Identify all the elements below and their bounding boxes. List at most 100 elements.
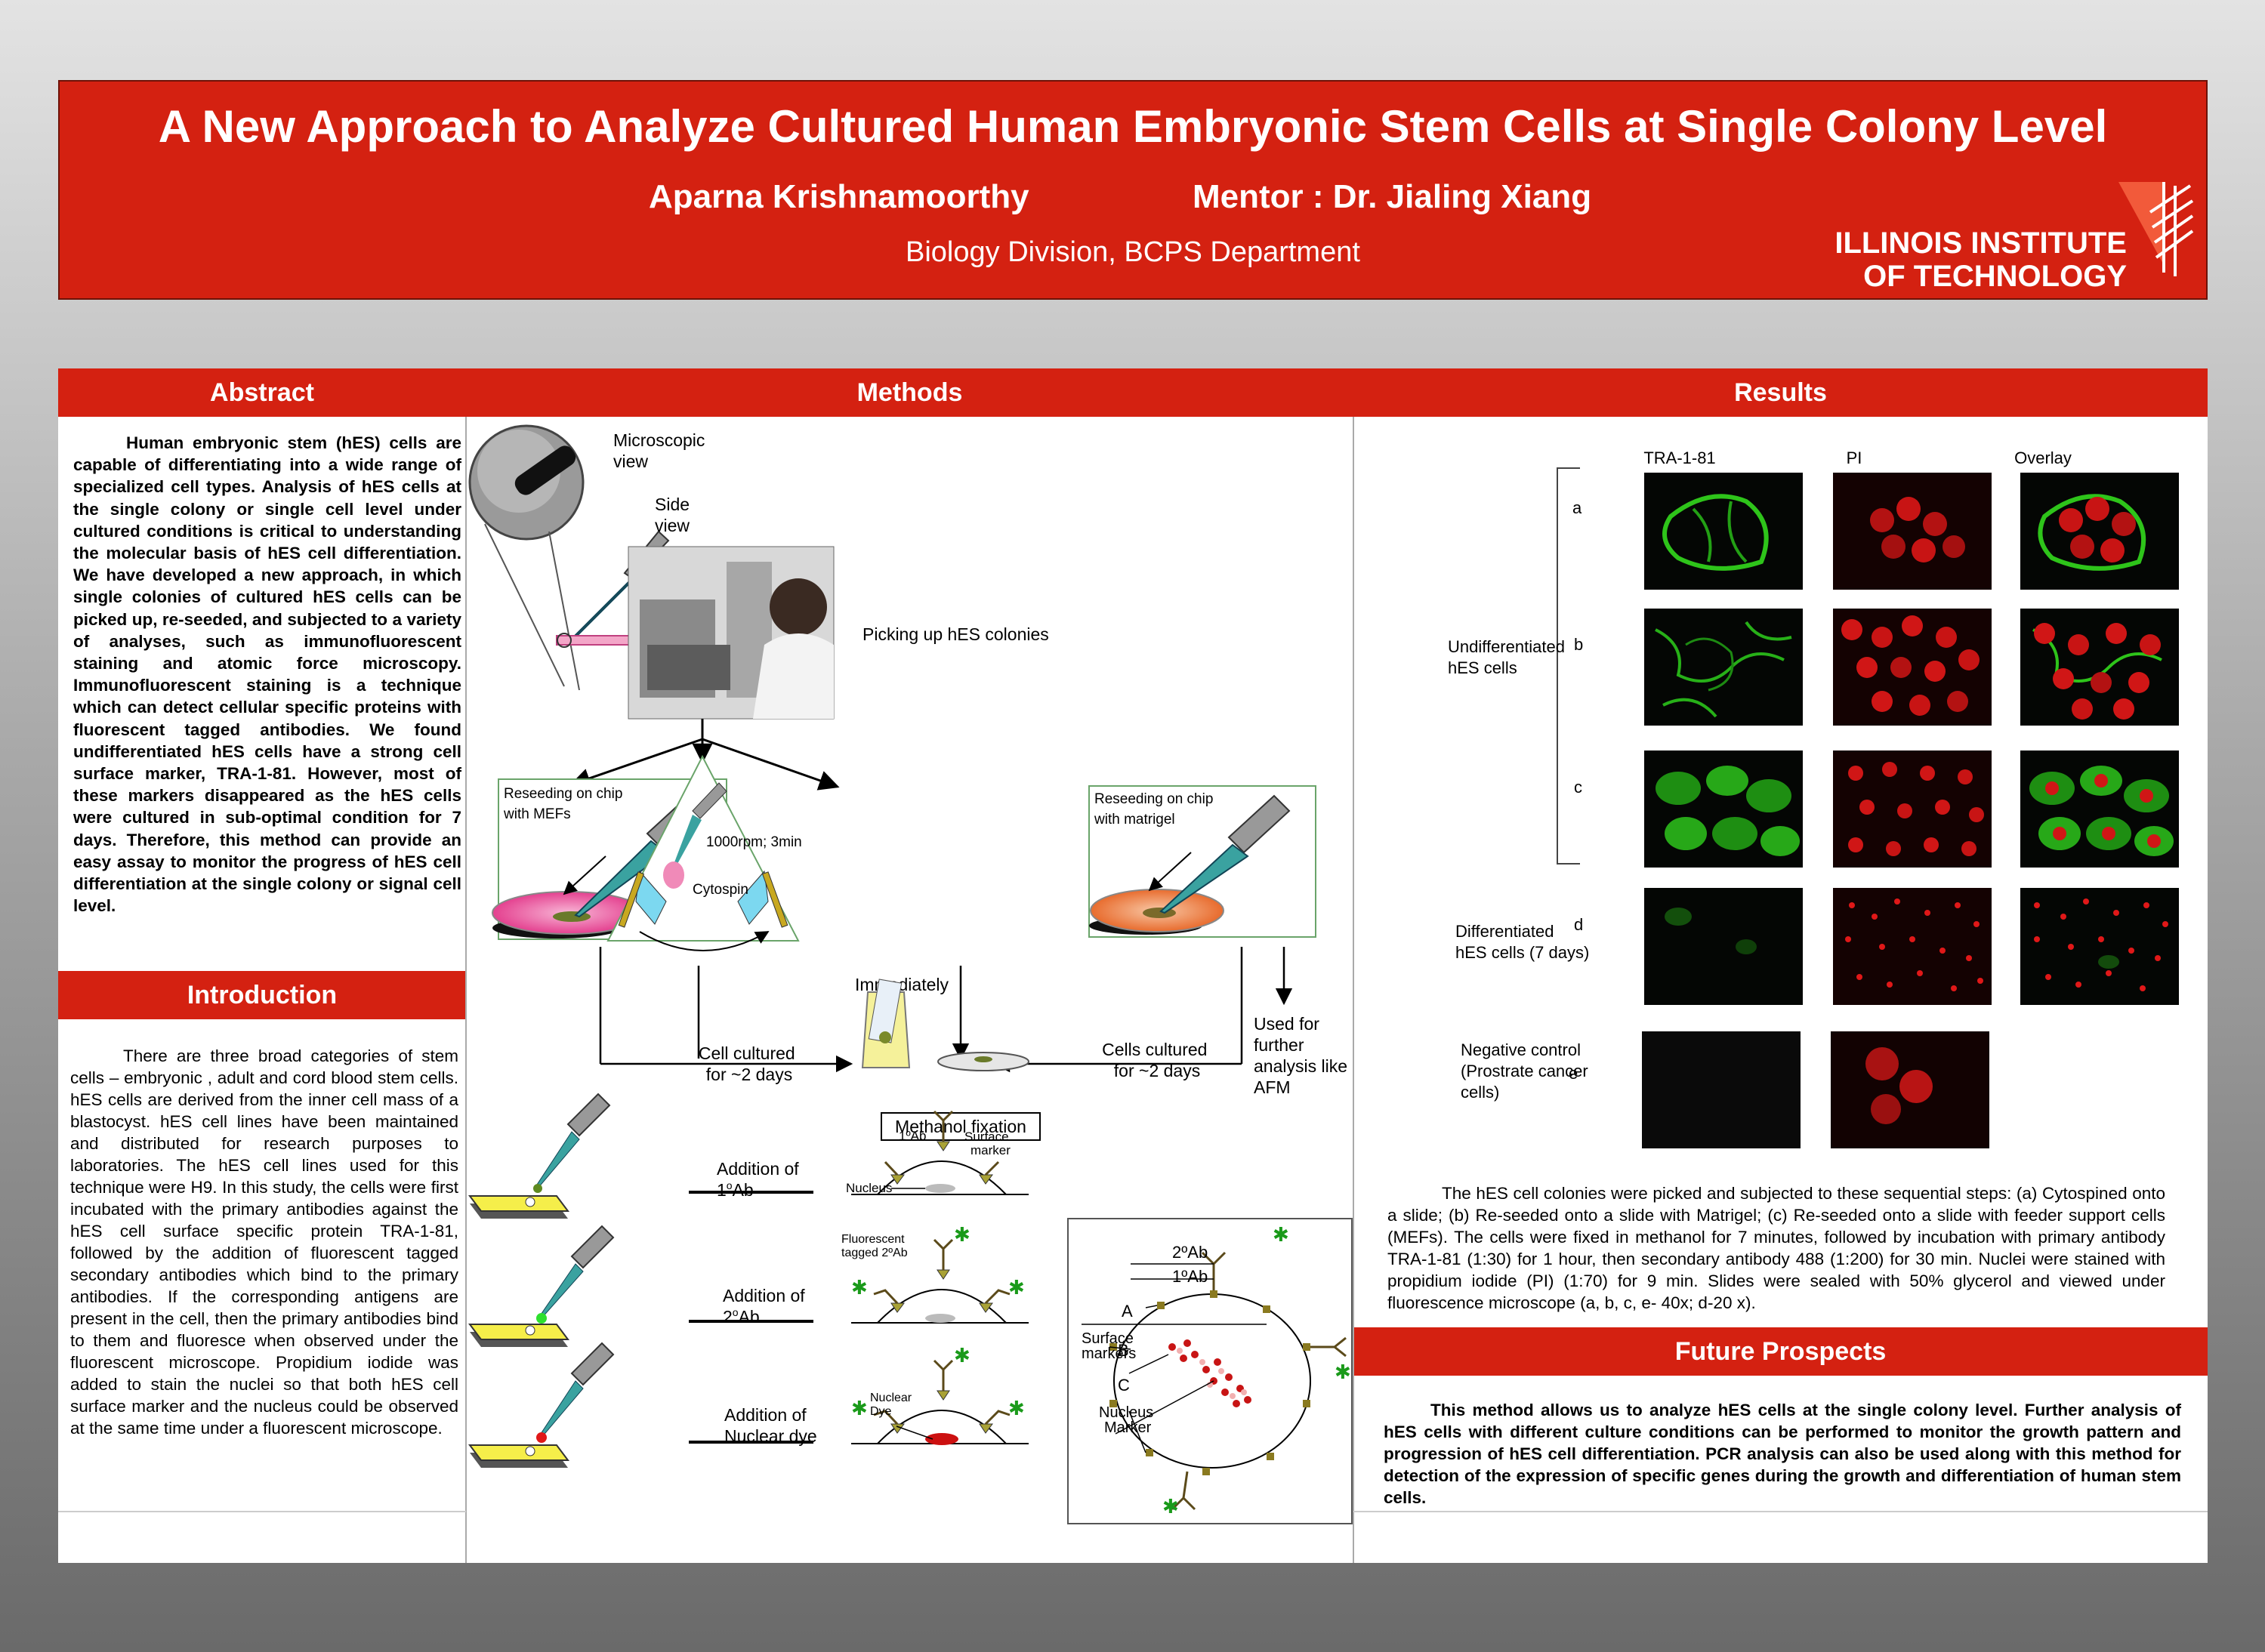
methods-diagram: Microscopic view Side view Picking up hE… [468,424,1353,1524]
micrograph-d-tra [1644,888,1803,1005]
undiff-bracket [1557,467,1580,865]
svg-text:✱: ✱ [954,1223,970,1246]
slide-step-1-icon [468,1093,813,1219]
results-description: The hES cell colonies were picked and su… [1387,1184,2165,1312]
micrograph-a-overlay [2020,473,2179,590]
side-view-label: Side view [655,495,694,535]
col-header-tra: TRA-1-81 [1643,448,1715,467]
svg-text:✱: ✱ [1335,1361,1351,1383]
micrograph-e-pi [1831,1031,1989,1148]
reseed-mef-label: Reseeding on chip with MEFs [503,786,627,822]
micrograph-b-tra [1644,609,1803,726]
author-name: Aparna Krishnamoorthy [649,178,1029,215]
cytospin-panel [606,754,800,951]
methods-heading: Methods [466,368,1353,417]
row-letter-b: b [1574,635,1583,654]
introduction-text: There are three broad categories of stem… [70,1046,458,1438]
micrograph-b-pi [1833,609,1992,726]
methanol-jar-icon [861,979,1029,1071]
column-divider-left [465,417,467,1563]
group-undifferentiated-label: Undifferentiated hES cells [1448,637,1569,677]
addition-secondary-label: Addition of 2oAb [723,1286,810,1327]
cytospin-label: Cytospin [693,882,748,898]
nuclear-dye-label: Nuclear Dye [870,1392,915,1418]
institution-line-1: ILLINOIS INSTITUTE [1835,227,2127,260]
poster-body: Abstract Methods Results Introduction Fu… [58,368,2208,1563]
poster-header: A New Approach to Analyze Cultured Human… [58,80,2208,300]
immediately-label: Immediately [855,975,949,994]
primary-ab-small-label: 1ºAb [899,1129,926,1143]
picking-label: Picking up hES colonies [862,624,1049,644]
methanol-fixation-box [881,1112,1041,1141]
col-header-pi: PI [1847,448,1862,467]
cultured-left-label: Cell cultured for ~2 days [699,1043,800,1084]
group-negative-control-label: Negative control (Prostrate cancer cells… [1461,1040,1593,1102]
further-analysis-label: Used for further analysis like AFM [1254,1014,1352,1097]
microscopic-view-label: Microscopic view [613,430,710,471]
column-divider-right [1353,417,1354,1563]
reseed-matrigel-panel [1088,785,1316,938]
iit-logo-icon [2118,182,2194,276]
micrograph-c-pi [1833,750,1992,868]
mentor-name: Mentor : Dr. Jialing Xiang [1193,178,1592,215]
svg-text:✱: ✱ [1273,1223,1289,1246]
micrograph-d-pi [1833,888,1992,1005]
cell-diagram-panel: ✱ ✱ ✱ [1067,1218,1353,1524]
secondary-ab-label: 2ºAb [1172,1243,1208,1262]
cultured-right-label: Cells cultured for ~2 days [1102,1040,1212,1080]
marker-a-label: A [1122,1302,1133,1321]
micrograph-a-tra [1644,473,1803,590]
introduction-heading: Introduction [58,971,466,1019]
cytospin-speed-label: 1000rpm; 3min [706,834,802,850]
svg-text:✱: ✱ [851,1397,868,1419]
micrograph-c-tra [1644,750,1803,868]
row-letter-a: a [1572,498,1582,517]
methanol-fixation-label: Methanol fixation [895,1117,1026,1136]
svg-text:✱: ✱ [1162,1495,1179,1518]
addition-primary-label: Addition of 1oAb [717,1159,804,1200]
abstract-heading: Abstract [58,368,466,417]
results-heading: Results [1353,368,2208,417]
marker-c-label: C [1118,1376,1130,1395]
primary-ab-label: 1ºAb [1172,1267,1208,1286]
cell-schematic-3: ✱ ✱ ✱ [851,1344,1029,1445]
poster-title: A New Approach to Analyze Cultured Human… [158,101,2108,152]
slide-step-3-icon [468,1342,813,1468]
col-header-overlay: Overlay [2014,448,2072,467]
row-letter-e: e [1569,1064,1578,1083]
slide-step-2-icon [468,1225,813,1347]
intro-bottom-rule [58,1511,466,1512]
cell-schematic-2: ✱ ✱ ✱ [851,1223,1029,1324]
nucleus-label: Nucleus [846,1181,892,1195]
institution-name: ILLINOIS INSTITUTE OF TECHNOLOGY [1835,227,2127,293]
svg-text:✱: ✱ [954,1344,970,1367]
micrograph-b-overlay [2020,609,2179,726]
results-figure: TRA-1-81 PI Overlay a b c d e Undifferen… [1448,448,2179,1148]
abstract-text: Human embryonic stem (hES) cells are cap… [73,433,461,916]
institution-line-2: OF TECHNOLOGY [1863,260,2127,293]
future-bottom-rule [1353,1511,2208,1512]
micrograph-e-tra [1642,1031,1801,1148]
surface-marker-label: Surface marker [964,1130,1012,1157]
row-letter-c: c [1574,778,1582,797]
svg-text:✱: ✱ [1008,1397,1025,1419]
affiliation: Biology Division, BCPS Department [906,236,1360,268]
micrograph-c-overlay [2020,750,2179,868]
surface-markers-label: Surface markers [1082,1330,1138,1362]
microscopic-view-icon [468,424,585,691]
group-differentiated-label: Differentiated hES cells (7 days) [1455,922,1589,962]
cell-schematic-1 [851,1110,1029,1195]
addition-nuclear-dye-label: Addition of Nuclear dye [724,1405,817,1446]
row-letter-d: d [1574,915,1583,934]
micrograph-a-pi [1833,473,1992,590]
fluorescent-tagged-label: Fluorescent tagged 2ºAb [841,1233,908,1259]
reseed-matrigel-label: Reseeding on chip with matrigel [1094,791,1217,828]
marker-b-label: B [1118,1341,1129,1360]
lab-photo-image [628,546,835,720]
micrograph-d-overlay [2020,888,2179,1005]
nucleus-marker-label: Nucleus Marker [1099,1404,1158,1436]
future-prospects-text: This method allows us to analyze hES cel… [1384,1401,2181,1507]
svg-text:✱: ✱ [1008,1276,1025,1299]
svg-text:✱: ✱ [851,1276,868,1299]
future-prospects-heading: Future Prospects [1353,1327,2208,1376]
